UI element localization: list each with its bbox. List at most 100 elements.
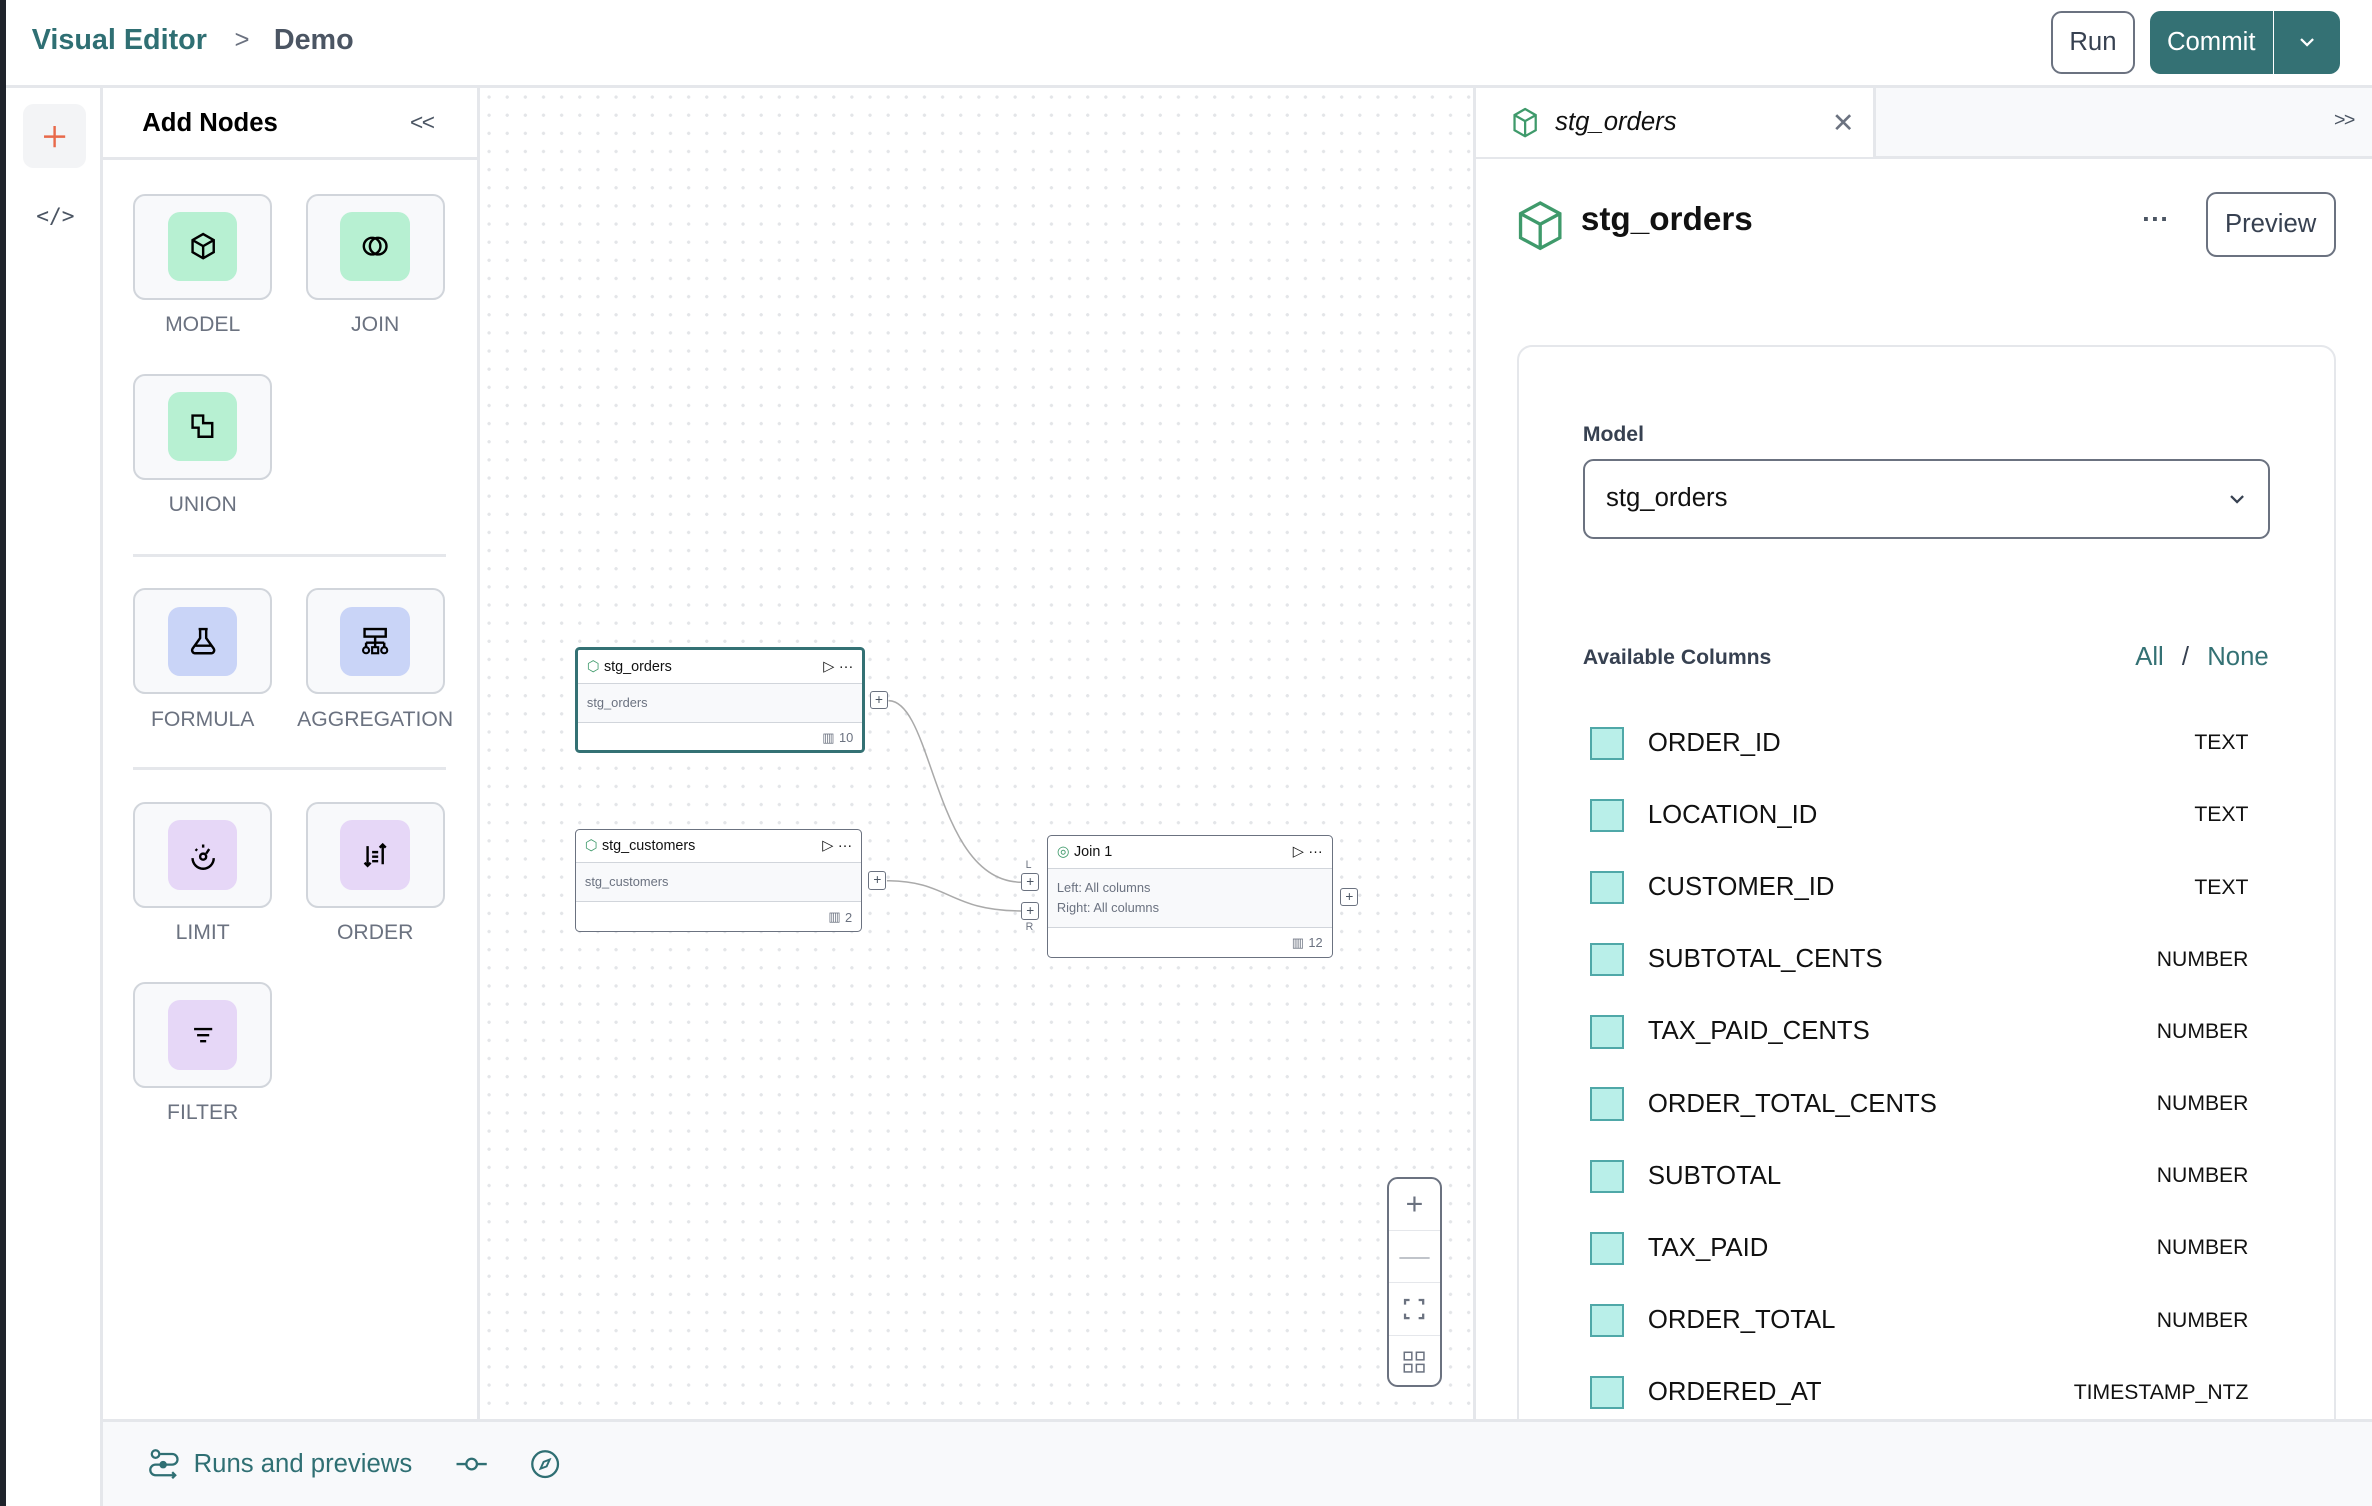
union-icon <box>190 414 213 439</box>
column-type: TEXT <box>2194 803 2249 827</box>
bottom-bar: Runs and previews <box>102 1419 2372 1506</box>
column-checkbox[interactable] <box>1590 1015 1624 1049</box>
select-all-link[interactable]: All <box>2135 643 2164 672</box>
output-port-stg-customers[interactable]: + <box>868 871 887 890</box>
tile-icon-bg <box>167 819 238 890</box>
zoom-out-button[interactable]: — <box>1389 1231 1440 1284</box>
column-checkbox[interactable] <box>1590 1303 1624 1338</box>
add-node-label: UNION <box>168 493 237 517</box>
column-checkbox[interactable] <box>1590 943 1624 977</box>
add-node-label: JOIN <box>351 313 400 337</box>
edge-customers-to-join <box>886 879 1022 912</box>
auto-layout-button[interactable] <box>1389 1336 1439 1388</box>
node-stg-customers[interactable]: ⬡stg_customers▷··· stg_customers ▥2 <box>574 829 863 932</box>
canvas[interactable]: ⬡stg_orders▷··· stg_orders ▥10 ⬡stg_cust… <box>479 87 1474 1419</box>
tab-stg-orders[interactable]: stg_orders ✕ <box>1476 87 1876 158</box>
available-columns-label: Available Columns <box>1582 646 1772 670</box>
node-title: Join 1 <box>1073 844 1113 861</box>
more-icon[interactable]: ··· <box>837 838 853 855</box>
model-select[interactable]: stg_orders <box>1582 458 2270 540</box>
commit-dropdown-button[interactable] <box>2274 11 2341 75</box>
hierarchy-icon <box>361 628 389 655</box>
plus-icon: + <box>1405 1187 1424 1221</box>
expand-panel-button[interactable]: >> <box>2333 108 2355 131</box>
column-count: 10 <box>838 730 854 746</box>
column-type: TEXT <box>2194 731 2249 755</box>
filter-lines-icon <box>193 1027 212 1043</box>
add-node-union[interactable] <box>133 373 273 480</box>
add-node-filter[interactable] <box>133 981 273 1088</box>
zoom-in-button[interactable]: + <box>1389 1179 1440 1232</box>
column-checkbox[interactable] <box>1590 798 1624 833</box>
column-row: TAX_PAID NUMBER <box>1590 1231 2249 1266</box>
add-node-label: FORMULA <box>150 707 255 731</box>
more-icon[interactable]: ··· <box>1308 844 1323 861</box>
run-button[interactable]: Run <box>2051 10 2135 75</box>
zoom-controls: + — <box>1387 1176 1442 1388</box>
node-stg-orders[interactable]: ⬡stg_orders▷··· stg_orders ▥10 <box>574 647 866 754</box>
tab-title: stg_orders <box>1555 108 1677 137</box>
select-none-link[interactable]: None <box>2207 643 2269 672</box>
column-checkbox[interactable] <box>1590 726 1624 760</box>
join-circles-icon <box>362 237 388 257</box>
more-icon[interactable]: ··· <box>838 658 854 675</box>
commit-node-icon[interactable] <box>455 1455 488 1473</box>
output-port-stg-orders[interactable]: + <box>869 691 888 710</box>
collapse-panel-button[interactable]: << <box>409 108 435 135</box>
code-icon[interactable]: </> <box>36 202 75 228</box>
preview-button[interactable]: Preview <box>2205 192 2336 258</box>
column-type: TEXT <box>2194 875 2249 899</box>
commit-button[interactable]: Commit <box>2150 10 2274 75</box>
node-title: stg_orders <box>603 658 672 675</box>
column-type: NUMBER <box>2156 1236 2249 1260</box>
add-node-formula[interactable] <box>133 588 273 695</box>
column-checkbox[interactable] <box>1590 1376 1624 1410</box>
add-node-order[interactable] <box>305 801 445 908</box>
close-tab-icon[interactable]: ✕ <box>1831 106 1855 138</box>
chevron-down-icon <box>2230 495 2245 504</box>
add-node-aggregation[interactable] <box>305 588 445 695</box>
column-name: SUBTOTAL_CENTS <box>1647 945 1883 974</box>
play-icon[interactable]: ▷ <box>823 658 835 675</box>
add-nodes-header: Add Nodes << <box>102 88 477 161</box>
fit-view-button[interactable] <box>1389 1283 1440 1336</box>
add-node-model[interactable] <box>133 193 273 300</box>
column-type: NUMBER <box>2156 1019 2249 1043</box>
column-checkbox[interactable] <box>1590 870 1624 905</box>
add-node-limit[interactable] <box>133 801 273 908</box>
gauge-icon <box>190 844 215 870</box>
column-checkbox[interactable] <box>1590 1087 1624 1121</box>
column-checkbox[interactable] <box>1590 1231 1624 1266</box>
column-name: ORDERED_AT <box>1647 1378 1822 1407</box>
play-icon[interactable]: ▷ <box>1292 844 1304 861</box>
input-port-right[interactable]: + <box>1021 901 1040 920</box>
input-port-left[interactable]: + <box>1021 872 1040 892</box>
icon-rail: </> <box>6 87 103 1506</box>
cube-icon: ⬡ <box>584 838 598 855</box>
add-nodes-rail-button[interactable] <box>22 104 87 168</box>
runs-and-previews-button[interactable]: Runs and previews <box>148 1448 412 1481</box>
add-node-join[interactable] <box>305 193 445 300</box>
breadcrumb-visual-editor[interactable]: Visual Editor <box>31 24 207 57</box>
node-title: stg_orders <box>1580 201 1753 239</box>
fullscreen-icon <box>1404 1298 1425 1320</box>
divider <box>133 766 447 770</box>
top-bar <box>6 0 2372 88</box>
play-icon[interactable]: ▷ <box>822 838 834 855</box>
more-options-button[interactable]: ··· <box>2142 202 2170 234</box>
column-name: TAX_PAID <box>1647 1233 1769 1262</box>
output-port-join[interactable]: + <box>1340 888 1359 907</box>
breadcrumb-current: Demo <box>273 24 354 57</box>
node-title: stg_customers <box>601 838 696 855</box>
compass-icon[interactable] <box>530 1449 560 1479</box>
column-checkbox[interactable] <box>1590 1159 1624 1193</box>
tile-icon-bg <box>340 819 410 890</box>
column-name: SUBTOTAL <box>1647 1161 1782 1190</box>
